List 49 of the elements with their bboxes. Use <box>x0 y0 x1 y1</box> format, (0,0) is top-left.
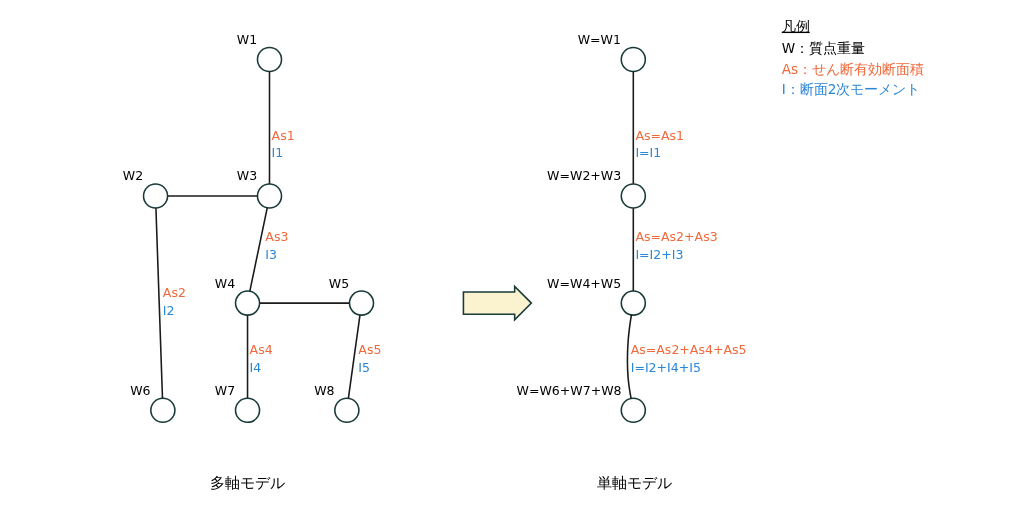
node-circle <box>620 290 647 316</box>
label: 凡例 <box>781 17 810 34</box>
connector <box>632 207 635 292</box>
connector <box>249 207 268 292</box>
node-circle <box>150 397 176 424</box>
edge-label: As5 I5 <box>358 341 382 375</box>
node-label: W7 <box>214 382 236 398</box>
node-label: W=W6+W7+W8 <box>516 382 622 398</box>
node-circle <box>620 397 647 424</box>
label: 多軸モデル <box>210 473 286 491</box>
connector <box>167 195 258 197</box>
node-label: W1 <box>236 31 258 47</box>
connector <box>347 314 361 399</box>
node-circle <box>142 183 169 209</box>
connector <box>246 314 249 399</box>
connector <box>632 70 635 185</box>
node-circle <box>334 397 360 424</box>
node-circle <box>620 183 647 209</box>
node-circle <box>256 183 283 209</box>
edge-label: As4 I4 <box>249 341 273 375</box>
node-circle <box>234 290 261 316</box>
edge-label: As=As2+As4+As5 I=I2+I4+I5 <box>630 341 747 375</box>
edge-label: As1 I1 <box>271 127 295 161</box>
edge-label: As2 I2 <box>162 285 186 319</box>
node-label: W6 <box>130 382 151 398</box>
edge-label: As=As2+As3 I=I2+I3 <box>635 229 718 262</box>
node-label: W3 <box>236 168 258 184</box>
connector <box>626 314 633 400</box>
node-label: W=W1 <box>577 31 621 47</box>
node-label: W2 <box>122 168 144 184</box>
node-circle <box>620 46 647 73</box>
node-label: W=W4+W5 <box>547 275 622 291</box>
node-arrow <box>462 284 533 322</box>
label: W：質点重量 <box>781 39 866 56</box>
connector <box>155 207 164 399</box>
node-circle <box>256 46 283 73</box>
node-label: W=W2+W3 <box>547 168 622 184</box>
node-circle <box>348 290 375 316</box>
edge-label: As3 I3 <box>265 229 289 262</box>
label: As：せん断有効断面積 <box>781 60 925 77</box>
connector <box>259 302 350 304</box>
node-label: W4 <box>214 275 236 291</box>
node-circle <box>234 397 261 424</box>
node-label: W5 <box>328 275 350 291</box>
connector <box>268 70 271 185</box>
label: I：断面2次モーメント <box>781 81 921 98</box>
edge-label: As=As1 I=I1 <box>635 127 685 161</box>
label: 単軸モデル <box>596 473 672 491</box>
node-label: W8 <box>314 382 335 398</box>
